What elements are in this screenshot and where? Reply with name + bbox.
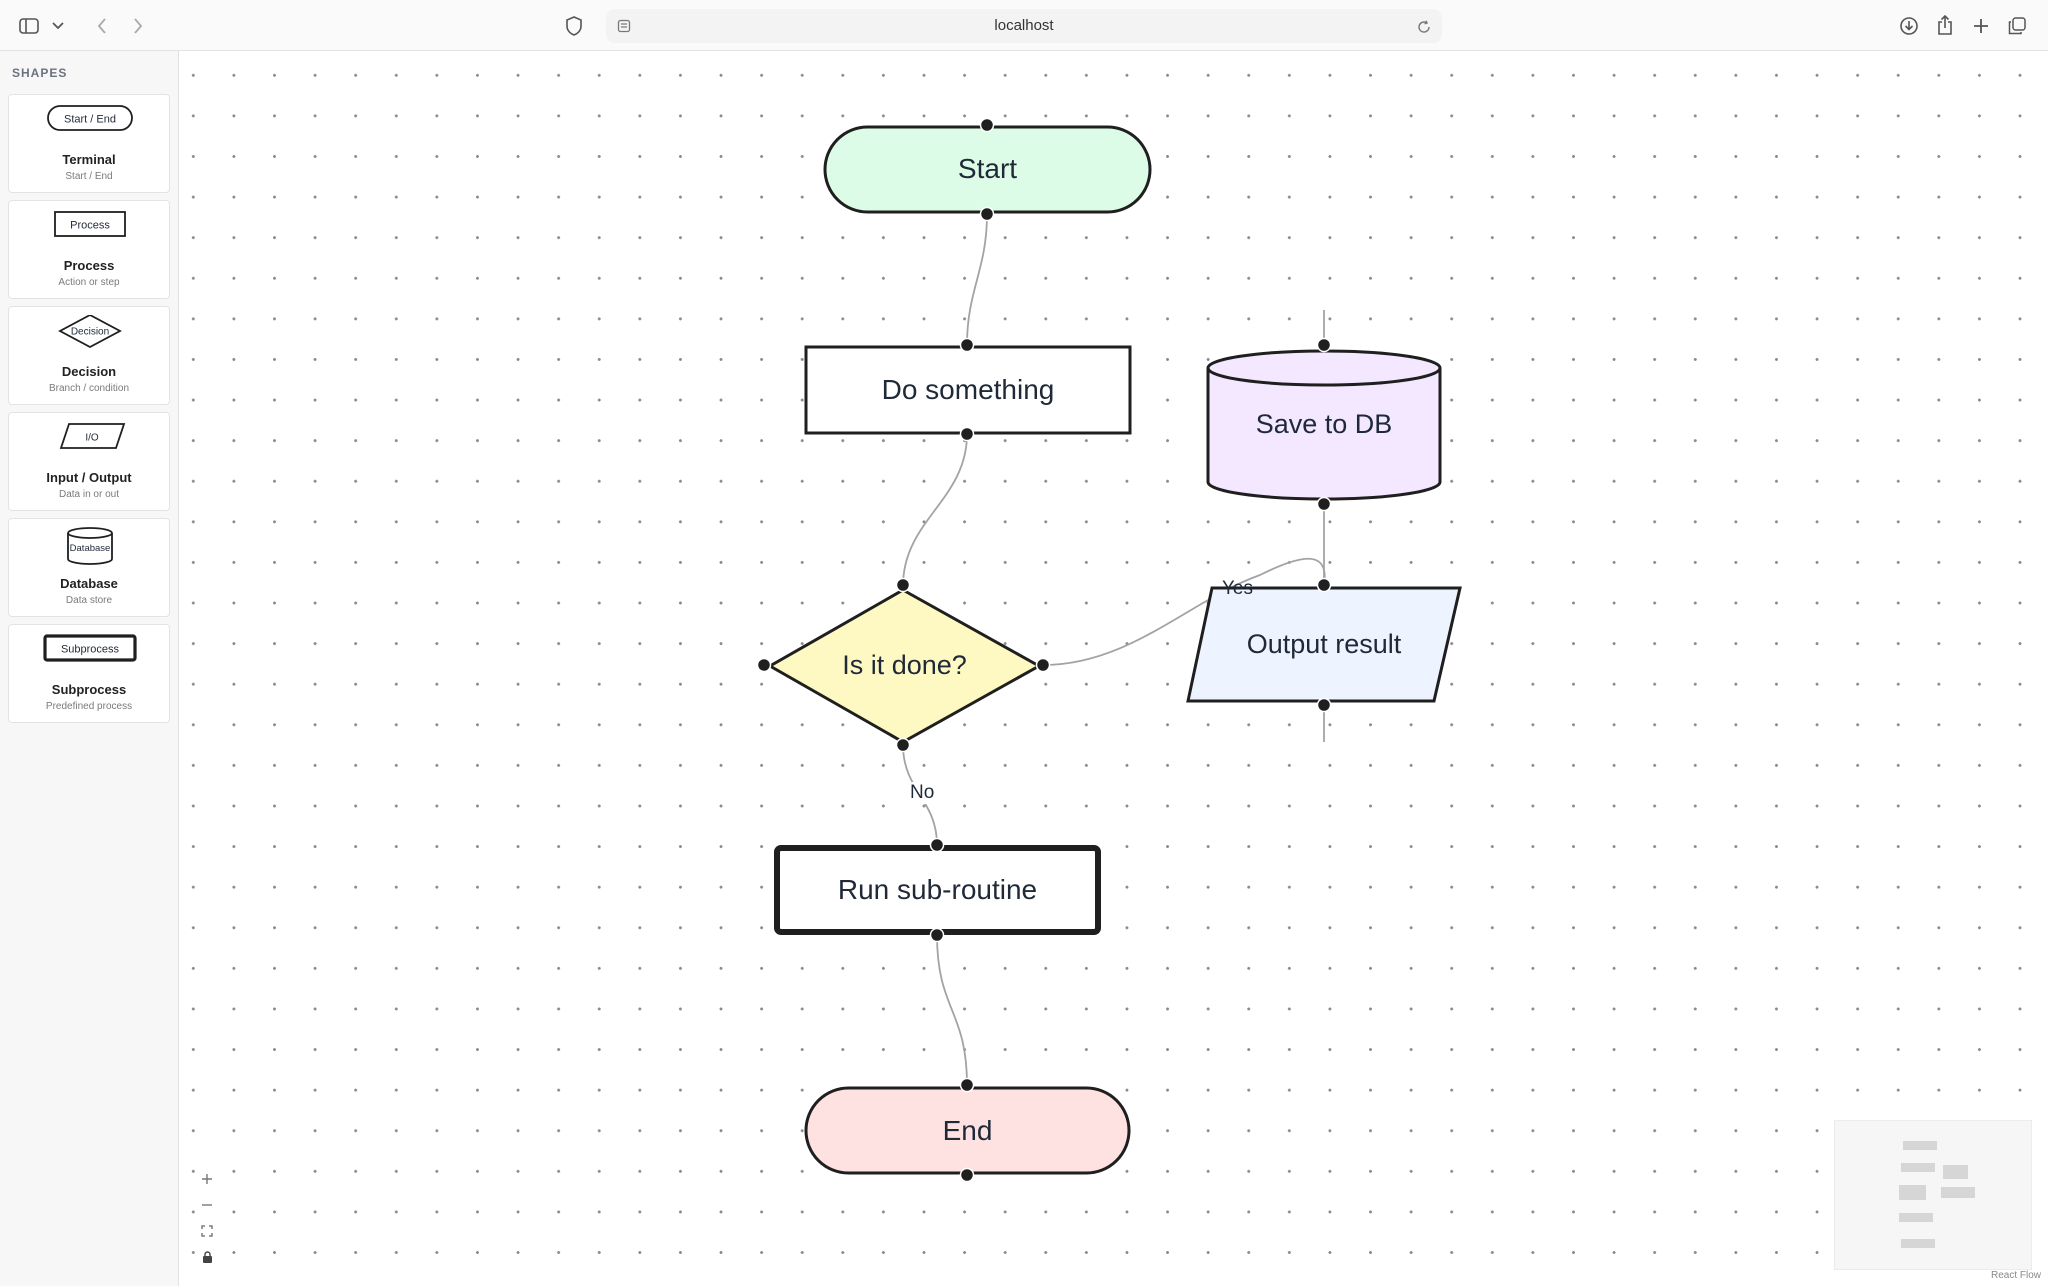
shape-card-name: Input / Output	[46, 470, 132, 485]
address-bar[interactable]: localhost	[606, 9, 1442, 43]
handle[interactable]	[1035, 657, 1051, 673]
subprocess-shape-icon: Subprocess	[43, 634, 137, 662]
decision-preview-text: Decision	[71, 327, 109, 338]
edge-subroutine-to-end[interactable]	[936, 934, 968, 1086]
minimap[interactable]	[1834, 1120, 2032, 1270]
node-subroutine-label: Run sub-routine	[837, 874, 1038, 905]
shape-card-name: Database	[60, 576, 118, 591]
node-start-label: Start	[957, 153, 1018, 184]
io-shape-icon: I/O	[59, 423, 126, 449]
handle[interactable]	[959, 426, 975, 442]
tab-overview-icon[interactable]	[2004, 13, 2030, 39]
handle[interactable]	[929, 927, 945, 943]
handle[interactable]	[1316, 337, 1332, 353]
share-icon[interactable]	[1932, 12, 1958, 38]
database-shape-icon: Database	[67, 527, 113, 565]
react-flow-attribution[interactable]: React Flow	[1991, 1270, 2042, 1281]
shape-card-name: Subprocess	[51, 682, 127, 697]
handle[interactable]	[959, 1077, 975, 1093]
handle[interactable]	[895, 737, 911, 753]
handle[interactable]	[1316, 496, 1332, 512]
shape-card-desc: Branch / condition	[48, 383, 130, 394]
edge-label-no: No	[908, 782, 937, 804]
edge-start-to-process[interactable]	[966, 213, 988, 346]
sidebar-toggle-icon[interactable]	[16, 13, 42, 39]
back-icon[interactable]	[92, 13, 112, 39]
node-decision-label: Is it done?	[842, 650, 967, 680]
handle[interactable]	[929, 837, 945, 853]
minimap-graph	[1899, 1141, 1975, 1248]
node-do-something[interactable]	[804, 345, 1132, 435]
shape-card-name: Process	[63, 258, 115, 273]
handle[interactable]	[895, 577, 911, 593]
minimap-node	[1903, 1141, 1937, 1150]
address-text: localhost	[994, 17, 1054, 34]
flow-canvas[interactable]	[179, 51, 2048, 1286]
fit-view-icon[interactable]	[191, 1218, 223, 1244]
reload-icon[interactable]	[1414, 17, 1434, 37]
chevron-down-icon[interactable]	[48, 13, 68, 39]
node-save-db-label: Save to DB	[1255, 409, 1393, 439]
minimap-node	[1899, 1213, 1933, 1222]
minimap-node	[1941, 1187, 1975, 1198]
shapes-sidebar: SHAPES Start / End Terminal Start / End …	[0, 51, 179, 1286]
process-preview-text: Process	[70, 220, 110, 232]
minimap-node	[1901, 1239, 1935, 1248]
handle[interactable]	[959, 1167, 975, 1183]
subprocess-preview-text: Subprocess	[61, 644, 120, 656]
io-preview-text: I/O	[85, 433, 99, 444]
shape-card-name: Terminal	[62, 152, 116, 167]
new-tab-icon[interactable]	[1968, 13, 1994, 39]
zoom-out-icon[interactable]	[191, 1192, 223, 1218]
database-preview-text: Database	[70, 543, 111, 554]
canvas-controls	[191, 1166, 223, 1270]
browser-toolbar: localhost	[0, 0, 2048, 51]
edge-process-to-decision[interactable]	[902, 433, 968, 587]
minimap-node	[1899, 1185, 1926, 1200]
shape-card-desc: Predefined process	[45, 701, 133, 712]
terminal-shape-icon: Start / End	[47, 105, 133, 131]
node-output-label: Output result	[1246, 629, 1402, 659]
handle[interactable]	[959, 337, 975, 353]
download-icon[interactable]	[1896, 13, 1922, 39]
sidebar-title: SHAPES	[12, 66, 68, 80]
edge-label-yes: Yes	[1222, 578, 1253, 599]
handle[interactable]	[979, 206, 995, 222]
shape-card-process[interactable]: Process Process Action or step	[8, 200, 170, 299]
edge-decision-to-output-yes[interactable]	[1042, 557, 1326, 666]
node-end-label: End	[942, 1115, 993, 1146]
shape-card-desc: Action or step	[58, 277, 120, 288]
lock-icon[interactable]	[191, 1244, 223, 1270]
shape-card-database[interactable]: Database Database Data store	[8, 518, 170, 617]
shape-card-io[interactable]: I/O Input / Output Data in or out	[8, 412, 170, 511]
shield-icon[interactable]	[560, 12, 588, 40]
node-output[interactable]	[1186, 586, 1462, 703]
shape-card-desc: Data store	[65, 595, 113, 606]
shape-card-subprocess[interactable]: Subprocess Subprocess Predefined process	[8, 624, 170, 723]
decision-shape-icon: Decision	[58, 315, 122, 349]
zoom-in-icon[interactable]	[191, 1166, 223, 1192]
handle[interactable]	[1316, 577, 1332, 593]
node-do-something-label: Do something	[881, 374, 1055, 405]
shape-card-name: Decision	[61, 364, 117, 379]
page-menu-icon[interactable]	[614, 16, 634, 36]
handle[interactable]	[979, 117, 995, 133]
shape-card-terminal[interactable]: Start / End Terminal Start / End	[8, 94, 170, 193]
handle[interactable]	[1316, 697, 1332, 713]
terminal-preview-text: Start / End	[64, 114, 116, 126]
process-shape-icon: Process	[54, 211, 126, 237]
forward-icon[interactable]	[128, 13, 148, 39]
minimap-node	[1901, 1163, 1935, 1172]
shape-card-desc: Data in or out	[58, 489, 120, 500]
shape-card-desc: Start / End	[65, 171, 113, 182]
handle[interactable]	[756, 657, 772, 673]
shape-card-decision[interactable]: Decision Decision Branch / condition	[8, 306, 170, 405]
minimap-node	[1943, 1165, 1968, 1179]
